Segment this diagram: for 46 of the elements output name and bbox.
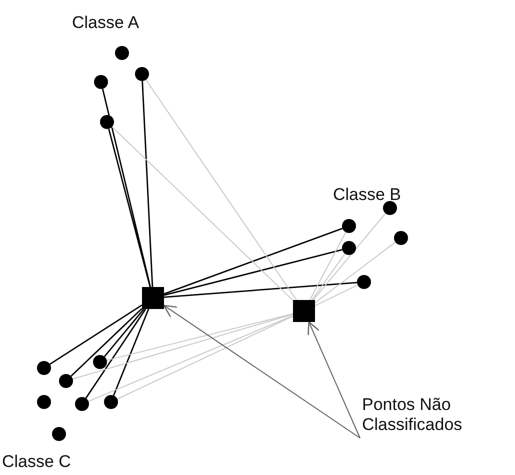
distance-line [311,253,346,300]
data-point [104,395,118,409]
distance-line [314,284,358,306]
data-point [342,219,356,233]
data-point [135,67,149,81]
distance-line [116,316,294,400]
distance-line [309,232,346,300]
distance-line [72,314,294,380]
distance-line [164,228,343,295]
data-point [394,231,408,245]
data-point [93,355,107,369]
data-point [357,275,371,289]
class-label: Classe A [72,13,140,33]
data-point [342,241,356,255]
distance-line [85,308,146,399]
class-label: Classe B [333,185,402,205]
distance-line [145,79,297,300]
leader-arrow [163,304,360,438]
distance-line [88,315,294,402]
data-point [52,427,66,441]
query-point [293,300,315,322]
data-point [37,361,51,375]
data-point [37,395,51,409]
distance-line [104,308,144,358]
distance-line [164,249,342,296]
distance-line [112,126,294,301]
data-point [59,374,73,388]
annotation-text: Pontos Não Classificados [362,395,487,435]
distance-line [106,313,294,361]
distance-line [312,212,386,300]
distance-line [108,128,151,288]
distance-line [314,242,396,304]
data-point [100,115,114,129]
distance-line [102,88,152,288]
data-point [383,201,397,215]
distance-line [142,80,154,288]
data-point [75,397,89,411]
distance-line [164,282,358,298]
class-label: Classe C [2,452,71,472]
distance-line [50,304,142,365]
distance-line [112,308,150,396]
query-point [142,287,164,309]
data-point [115,46,129,60]
distance-line [70,308,142,377]
data-point [94,75,108,89]
leader-arrow [308,321,360,438]
